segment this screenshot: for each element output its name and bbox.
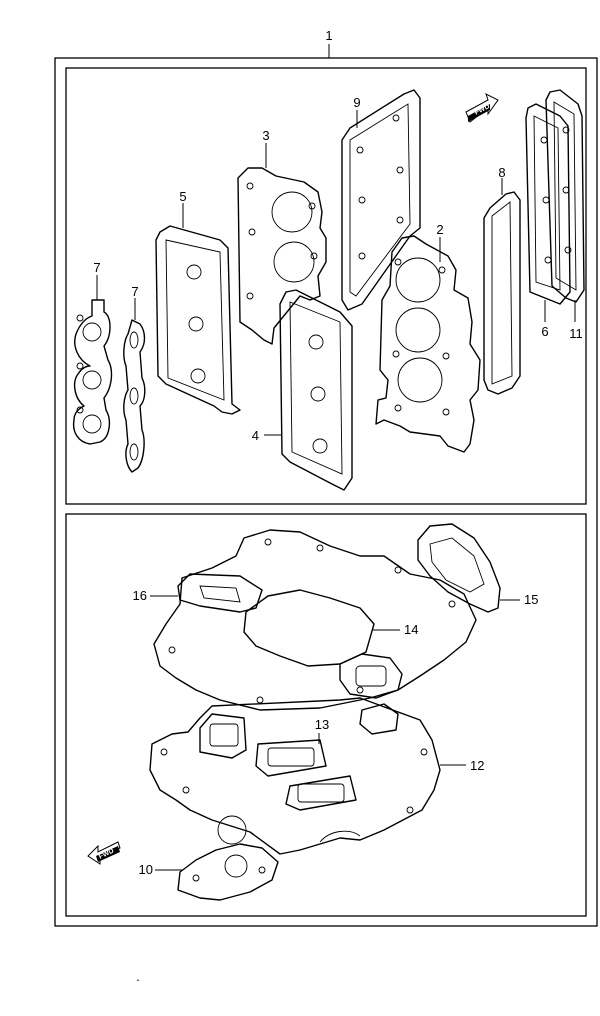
gasket-10 xyxy=(177,843,279,901)
gasket-4 xyxy=(279,289,353,491)
upper-panel-frame xyxy=(65,67,587,505)
fwd-arrow-upper-icon: FWD xyxy=(465,93,499,123)
label-14: 14 xyxy=(404,622,418,637)
outer-frame xyxy=(54,57,598,927)
gasket-port-center xyxy=(339,653,403,699)
gasket-6 xyxy=(525,103,571,305)
gasket-11 xyxy=(545,89,585,303)
label-16: 16 xyxy=(133,588,147,603)
label-2: 2 xyxy=(436,222,443,237)
fwd-lower-text: FWD xyxy=(98,848,115,861)
label-12: 12 xyxy=(470,758,484,773)
label-8: 8 xyxy=(498,165,505,180)
label-11: 11 xyxy=(569,326,583,341)
label-13: 13 xyxy=(315,717,329,732)
gasket-2 xyxy=(375,235,481,453)
label-6: 6 xyxy=(541,324,548,339)
label-3: 3 xyxy=(262,128,269,143)
gasket-7-right xyxy=(123,319,146,473)
dot-mark: · xyxy=(136,972,140,987)
lower-panel-frame xyxy=(65,513,587,917)
label-7b: 7 xyxy=(131,284,138,299)
gasket-16 xyxy=(177,573,263,613)
label-9: 9 xyxy=(353,95,360,110)
gasket-9 xyxy=(341,89,421,311)
label-10: 10 xyxy=(139,862,153,877)
fwd-upper-text: FWD xyxy=(474,103,491,117)
label-4: 4 xyxy=(252,428,259,443)
gasket-12 xyxy=(149,697,441,855)
gasket-15 xyxy=(417,523,501,613)
gasket-8 xyxy=(483,191,521,395)
gasket-7-left xyxy=(72,299,113,445)
gasket-14 xyxy=(153,529,477,711)
label-7a: 7 xyxy=(93,260,100,275)
gasket-3 xyxy=(237,167,327,345)
fwd-arrow-lower-icon: FWD xyxy=(87,841,121,865)
label-5: 5 xyxy=(179,189,186,204)
gasket-13 xyxy=(199,703,399,811)
gasket-5 xyxy=(155,225,241,415)
label-15: 15 xyxy=(524,592,538,607)
assembly-label: 1 xyxy=(325,28,332,43)
